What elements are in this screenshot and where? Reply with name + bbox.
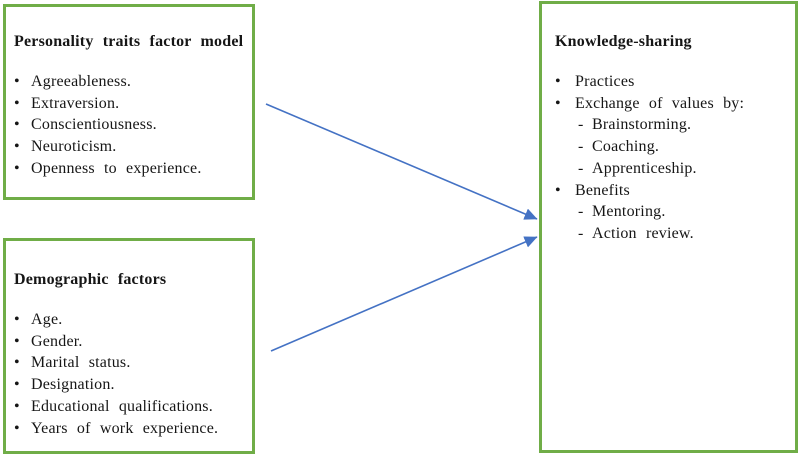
sub-list-item-text: Coaching. [592, 138, 660, 156]
list-item-text: Designation. [31, 376, 115, 394]
list-item-text: Benefits [575, 181, 630, 199]
list-item-text: Marital status. [31, 354, 131, 372]
sub-list-item-text: Apprenticeship. [592, 159, 697, 177]
list-item: • Exchange of values by: [555, 93, 789, 115]
dash-icon: - [578, 138, 584, 156]
bullet-icon: • [555, 94, 561, 112]
sub-list-item: - Brainstorming. [578, 114, 789, 136]
bullet-icon: • [14, 397, 20, 415]
list-item-text: Practices [575, 73, 635, 90]
sub-list-item-text: Action review. [592, 224, 694, 242]
list-item: • Openness to experience. [14, 158, 246, 180]
list-item-text: Exchange of values by: [575, 94, 745, 112]
list-item: • Educational qualifications. [14, 396, 246, 418]
list-item-text: Gender. [31, 332, 83, 350]
sub-list-item: - Action review. [578, 223, 789, 245]
sub-list-item: - Apprenticeship. [578, 158, 789, 180]
list-item: • Gender. [14, 331, 246, 353]
bullet-icon: • [14, 94, 20, 112]
bullet-icon: • [14, 354, 20, 372]
list-item-text: Extraversion. [31, 94, 120, 112]
arrow-demographic-to-knowledge [270, 236, 538, 352]
bullet-icon: • [555, 73, 561, 90]
list-item-text: Years of work experience. [31, 419, 219, 437]
bullet-icon: • [14, 376, 20, 394]
dash-icon: - [578, 116, 584, 134]
list-item: • Extraversion. [14, 93, 246, 115]
list-item: • Conscientiousness. [14, 114, 246, 136]
list-item-text: Agreeableness. [31, 73, 132, 90]
sub-list-item: - Coaching. [578, 136, 789, 158]
bullet-icon: • [555, 181, 561, 199]
bullet-icon: • [14, 332, 20, 350]
dash-icon: - [578, 224, 584, 242]
bullet-icon: • [14, 311, 20, 328]
list-item: • Years of work experience. [14, 418, 246, 440]
bullet-icon: • [14, 73, 20, 90]
knowledge-bullet-list: • Practices • Exchange of values by: - B… [555, 71, 789, 245]
list-item: • Benefits [555, 180, 789, 202]
demographic-factors-box: Demographic factors • Age. • Gender. • M… [3, 238, 255, 454]
list-item: • Neuroticism. [14, 136, 246, 158]
personality-bullet-list: • Agreeableness. • Extraversion. • Consc… [14, 71, 246, 180]
list-item: • Practices [555, 71, 789, 93]
dash-icon: - [578, 203, 584, 221]
arrow-personality-to-knowledge [265, 103, 538, 220]
list-item-text: Conscientiousness. [31, 116, 157, 134]
sub-list-item-text: Mentoring. [592, 203, 666, 221]
bullet-icon: • [14, 419, 20, 437]
dash-icon: - [578, 159, 584, 177]
bullet-icon: • [14, 138, 20, 156]
list-item-text: Educational qualifications. [31, 397, 213, 415]
list-item: • Agreeableness. [14, 71, 246, 93]
list-item-text: Age. [31, 311, 63, 328]
bullet-icon: • [14, 159, 20, 177]
personality-box-title: Personality traits factor model [14, 33, 244, 50]
list-item: • Marital status. [14, 352, 246, 374]
knowledge-sharing-box: Knowledge-sharing • Practices • Exchange… [539, 1, 798, 453]
list-item-text: Openness to experience. [31, 159, 202, 177]
list-item-text: Neuroticism. [31, 138, 117, 156]
list-item: • Age. [14, 309, 246, 331]
demographic-box-title: Demographic factors [14, 271, 167, 288]
sub-list-item: - Mentoring. [578, 201, 789, 223]
bullet-icon: • [14, 116, 20, 134]
personality-traits-box: Personality traits factor model • Agreea… [3, 4, 255, 200]
demographic-bullet-list: • Age. • Gender. • Marital status. • Des… [14, 309, 246, 439]
list-item: • Designation. [14, 374, 246, 396]
knowledge-box-title: Knowledge-sharing [555, 33, 692, 50]
sub-list-item-text: Brainstorming. [592, 116, 692, 134]
